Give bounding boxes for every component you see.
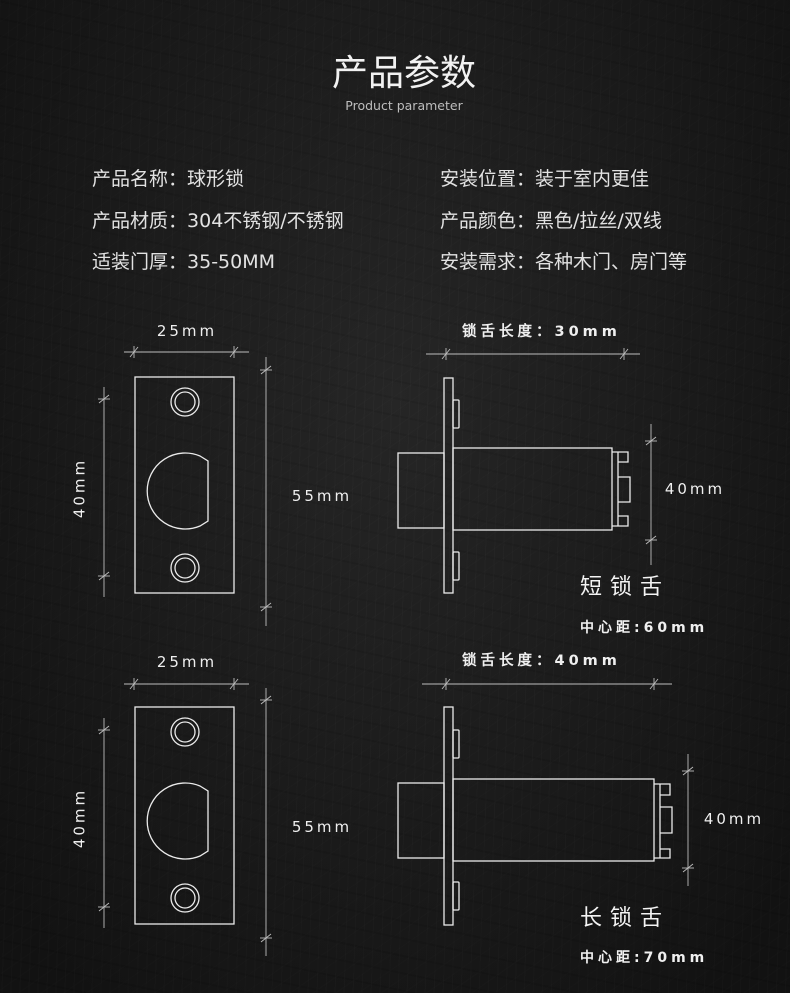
dimension-slash: [129, 678, 139, 690]
dimension-slash: [645, 436, 657, 446]
front-view-long: 25mm 40mm 55mm: [71, 653, 352, 956]
screw-hole-inner: [174, 887, 196, 909]
dimension-slash: [645, 535, 657, 545]
dimension-slash: [260, 602, 272, 612]
front-view-short: 25mm 40mm 55mm: [71, 322, 352, 626]
dimension-slash: [682, 863, 694, 873]
dimension-slash: [98, 571, 110, 581]
plate-tab: [452, 881, 460, 911]
dimension-slash: [441, 348, 451, 360]
page-title: 产品参数: [331, 53, 476, 94]
dimension-slash: [98, 902, 110, 912]
spec-value: 球形锁: [187, 168, 245, 190]
spec-label: 产品名称：: [92, 168, 188, 190]
hole-spacing-label: 40mm: [71, 788, 89, 848]
spec-value: 装于室内更佳: [535, 168, 650, 190]
spec-row-color: 产品颜色：黑色/拉丝/双线: [440, 209, 662, 233]
dimension-slash: [98, 725, 110, 735]
latch-tongue: [612, 451, 631, 527]
latch-tongue-opening: [146, 782, 209, 860]
hole-spacing-label: 40mm: [71, 458, 89, 518]
plate-width-label: 25mm: [157, 653, 217, 671]
plate-tab: [452, 551, 460, 581]
tongue-length-label: 锁舌长度：30mm: [462, 322, 621, 340]
tongue-length-label: 锁舌长度：40mm: [462, 651, 621, 669]
spec-row-material: 产品材质：304不锈钢/不锈钢: [92, 209, 344, 233]
dimension-slash: [649, 678, 659, 690]
screw-hole-outer: [170, 883, 200, 913]
tongue-height-label: 40mm: [665, 480, 725, 498]
dimension-slash: [229, 678, 239, 690]
dimension-slash: [129, 346, 139, 358]
dimension-slash: [98, 394, 110, 404]
side-view-long: 锁舌长度：40mm 40mm 长锁舌 中心距:70mm: [397, 651, 764, 966]
latch-cylinder: [452, 447, 613, 531]
spec-value: 黑色/拉丝/双线: [535, 210, 662, 232]
screw-hole-inner: [174, 557, 196, 579]
center-distance-label: 中心距:60mm: [580, 619, 708, 636]
latch-housing-block: [397, 782, 445, 859]
spec-value: 各种木门、房门等: [535, 251, 688, 273]
screw-hole-inner: [174, 721, 196, 743]
tongue-type-label: 短锁舌: [580, 575, 670, 600]
plate-height-label: 55mm: [292, 487, 352, 505]
spec-label: 产品颜色：: [440, 210, 536, 232]
spec-value: 304不锈钢/不锈钢: [187, 210, 344, 232]
face-plate-side: [443, 377, 454, 594]
dimension-slash: [229, 346, 239, 358]
plate-width-label: 25mm: [157, 322, 217, 340]
center-distance-label: 中心距:70mm: [580, 949, 708, 966]
dimension-slash: [619, 348, 629, 360]
dimension-slash: [441, 678, 451, 690]
spec-row-install-position: 安装位置：装于室内更佳: [440, 167, 649, 191]
spec-label: 安装位置：: [440, 168, 536, 190]
face-plate-side: [443, 706, 454, 926]
spec-label: 安装需求：: [440, 251, 536, 273]
tongue-height-label: 40mm: [704, 810, 764, 828]
latch-tongue: [654, 783, 673, 859]
dimension-slash: [260, 365, 272, 375]
dimension-slash: [682, 766, 694, 776]
spec-label: 适装门厚：: [92, 251, 188, 273]
tongue-type-label: 长锁舌: [580, 906, 670, 931]
face-plate: [134, 376, 235, 594]
side-view-short: 锁舌长度：30mm 40mm 短锁舌 中心距:60mm: [397, 322, 725, 636]
spec-value: 35-50MM: [187, 251, 276, 273]
latch-cylinder: [452, 778, 655, 862]
face-plate: [134, 706, 235, 925]
plate-tab: [452, 729, 460, 759]
dimension-slash: [260, 695, 272, 705]
screw-hole-outer: [170, 387, 200, 417]
latch-housing-block: [397, 452, 445, 529]
screw-hole-outer: [170, 717, 200, 747]
spec-label: 产品材质：: [92, 210, 188, 232]
screw-hole-outer: [170, 553, 200, 583]
plate-tab: [452, 399, 460, 429]
page-subtitle: Product parameter: [345, 98, 463, 113]
spec-row-door-thickness: 适装门厚：35-50MM: [92, 250, 275, 274]
spec-row-name: 产品名称：球形锁: [92, 167, 244, 191]
plate-height-label: 55mm: [292, 818, 352, 836]
screw-hole-inner: [174, 391, 196, 413]
spec-row-install-requirement: 安装需求：各种木门、房门等: [440, 250, 687, 274]
latch-tongue-opening: [146, 452, 209, 530]
dimension-slash: [260, 933, 272, 943]
